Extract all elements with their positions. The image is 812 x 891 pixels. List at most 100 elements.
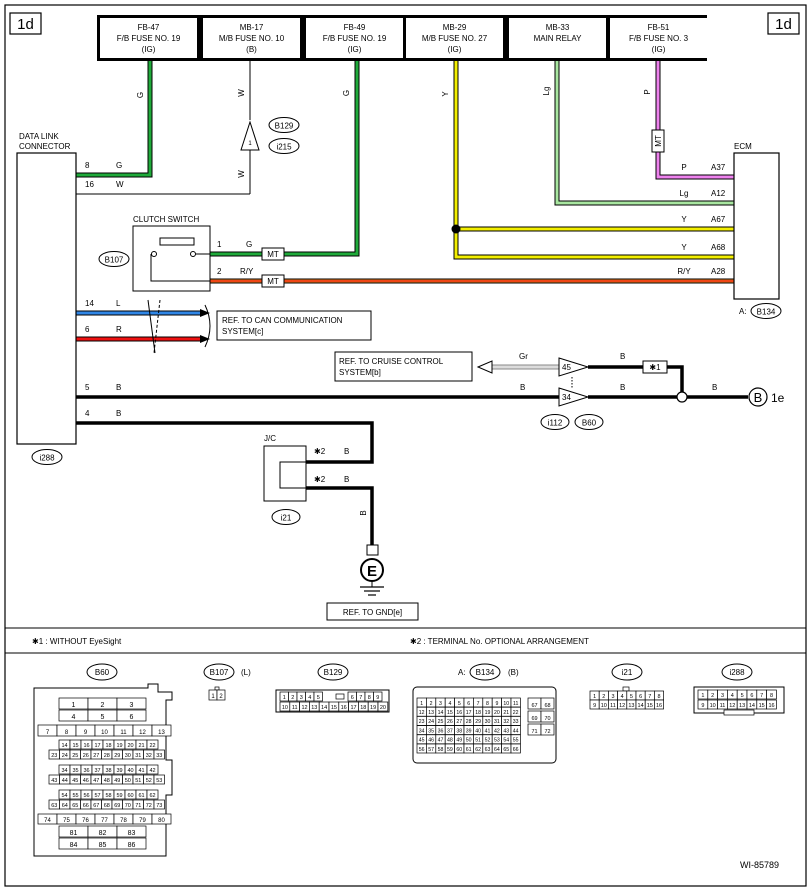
wire-b-gnd [306, 486, 374, 546]
pin-number: 32 [503, 719, 509, 725]
pin-number: 52 [146, 778, 152, 784]
arrow-l [200, 309, 210, 317]
b107-suffix: (L) [241, 668, 251, 677]
pin-number: 76 [82, 818, 89, 824]
i215-oval [268, 138, 300, 154]
fuse-name: F/B FUSE NO. 19 [323, 34, 387, 43]
pin-cell [116, 837, 147, 850]
pin-number: 42 [149, 768, 155, 774]
pin-cell [540, 697, 555, 710]
pin-number: 14 [638, 703, 644, 709]
pin-number: 20 [127, 743, 133, 749]
i288-conn-label: i288 [729, 668, 745, 677]
pin-number: 1 [211, 694, 215, 700]
pin-cell [540, 710, 555, 723]
wire-lg-outline [554, 61, 734, 206]
pin-number: 6 [639, 694, 642, 700]
pin-number: 15 [331, 705, 337, 711]
i21-label: i21 [281, 514, 292, 523]
pin-number: 2 [219, 694, 223, 700]
pin-number: 4 [308, 695, 311, 701]
pin-number: 37 [447, 728, 453, 734]
pin-cell [116, 697, 147, 710]
wire-label-g2: G [342, 90, 351, 96]
arrow-gr [476, 360, 493, 374]
arrow-r [200, 335, 210, 343]
pin-number: 32 [146, 753, 152, 759]
pin-number: 14 [749, 703, 755, 709]
jc-body [263, 445, 307, 502]
pin-number: 75 [63, 818, 70, 824]
wire-label-y: Y [441, 91, 450, 97]
wire-label-b-sig: B [620, 352, 625, 361]
clutch-switch-body [132, 225, 211, 292]
pin-number: 14 [438, 710, 444, 716]
ecm-connector-prefix: A: [739, 307, 747, 316]
b107-conn-label: B107 [210, 668, 229, 677]
pin-number: 16 [456, 710, 462, 716]
offpage-circle [748, 387, 768, 407]
pin-number: 58 [438, 747, 444, 753]
pin-number: 69 [531, 716, 537, 722]
clutch-contact [190, 251, 196, 257]
pin-number: 59 [447, 747, 453, 753]
pin-number: 13 [428, 710, 434, 716]
pin-number: 50 [466, 738, 472, 744]
jc-internal [279, 461, 306, 489]
ecm-title: ECM [734, 142, 752, 151]
pin-number: 11 [292, 705, 298, 711]
pin-number: 44 [62, 778, 68, 784]
can-ref-line2: SYSTEM[c] [222, 327, 263, 336]
pin-number: 67 [531, 703, 537, 709]
pin-number: 26 [447, 719, 453, 725]
pin-number: 3 [611, 694, 614, 700]
pin-number: 15 [647, 703, 653, 709]
pin-number: 2 [711, 693, 714, 699]
pin-number: 51 [475, 738, 481, 744]
b107-oval [98, 251, 130, 267]
i112-label: i112 [548, 419, 563, 428]
clutch-contact [151, 251, 157, 257]
clutch-pin1: 1 [217, 240, 222, 249]
i21-conn-oval [611, 663, 643, 681]
ecm-connector-label: B134 [757, 308, 776, 317]
i21-lock [622, 686, 630, 692]
clutch-plunger [159, 237, 195, 246]
pin-number: 46 [83, 778, 89, 784]
pin-number: 58 [105, 793, 111, 799]
pin-number: 11 [513, 701, 518, 707]
pin-number: 78 [120, 818, 127, 824]
jc-pin2-label: ✱2 [314, 475, 326, 484]
pin-number: 9 [84, 730, 88, 736]
pin-number: 65 [503, 747, 509, 753]
fuse-box [509, 18, 606, 58]
splice-circle [676, 391, 688, 403]
pin-number: 4 [72, 714, 76, 721]
fuse-box [100, 18, 197, 58]
clutch-pin1-color: G [246, 240, 252, 249]
dlc-title-1: DATA LINK [19, 132, 59, 141]
pin-number: 56 [419, 747, 425, 753]
fuse-code: MB-17 [240, 23, 264, 32]
ecm-pin: A68 [711, 243, 726, 252]
b60-label: B60 [582, 419, 597, 428]
pin-number: 2 [430, 701, 433, 707]
pin-number: 85 [99, 842, 107, 849]
pin-cell [377, 701, 389, 712]
dlc-title-2: CONNECTOR [19, 142, 71, 151]
dlc-pin-number: 6 [85, 325, 90, 334]
pin-number: 29 [114, 753, 120, 759]
b134-conn-label: B134 [476, 668, 495, 677]
pin-number: 8 [657, 694, 660, 700]
pin-number: 9 [593, 703, 596, 709]
fuse-note: (B) [246, 45, 257, 54]
cruise-ref-line2: SYSTEM[b] [339, 368, 381, 377]
wire-g1-outline [76, 61, 153, 178]
dlc-pin-color: R [116, 325, 122, 334]
pin-number: 10 [503, 701, 509, 707]
b107-conn-oval [203, 663, 235, 681]
ecm-wire-color: Y [681, 243, 687, 252]
pin-number: 39 [116, 768, 122, 774]
pin-number: 27 [456, 719, 462, 725]
pin-number: 68 [104, 803, 110, 809]
